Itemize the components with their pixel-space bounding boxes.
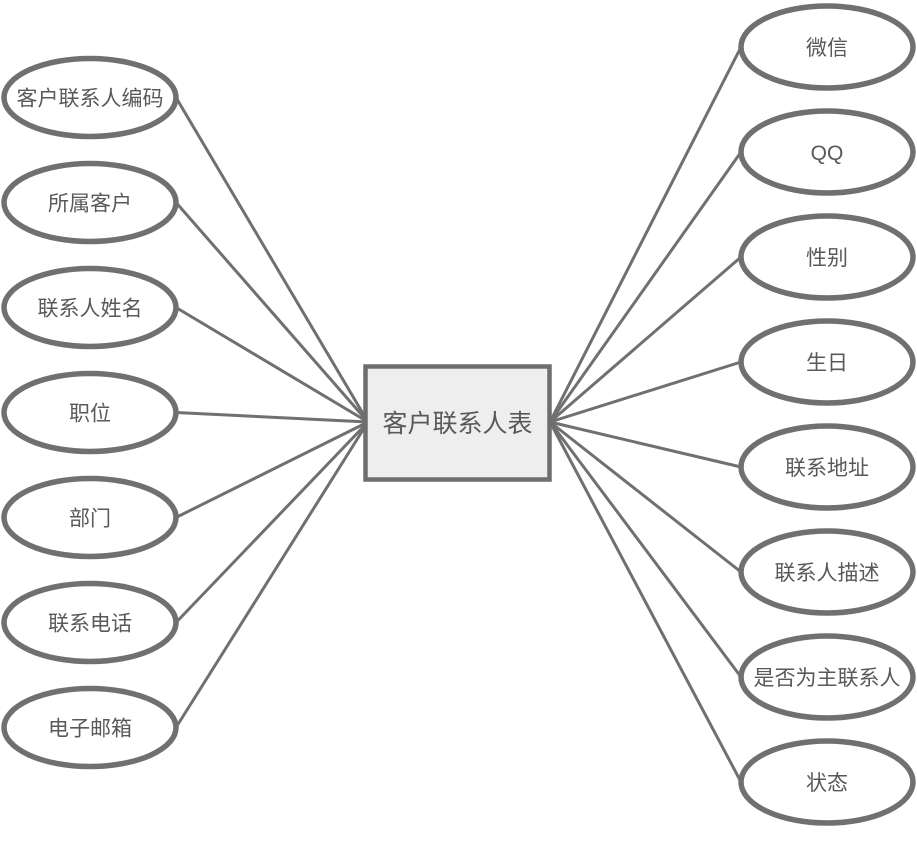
connector-line	[175, 411, 369, 424]
attribute-ellipse[interactable]	[738, 318, 916, 406]
attribute-node-left-2[interactable]: 联系人姓名	[1, 265, 179, 350]
attribute-label: 所属客户	[48, 193, 132, 216]
connector-line	[548, 421, 743, 678]
attribute-ellipse[interactable]	[738, 213, 916, 301]
attribute-node-left-0[interactable]: 客户联系人编码	[1, 55, 179, 140]
attribute-label: 性别	[806, 247, 848, 270]
attribute-label: 电子邮箱	[48, 718, 132, 741]
connector-line	[548, 46, 743, 423]
attribute-label: 微信	[806, 37, 848, 60]
attribute-ellipse[interactable]	[1, 685, 179, 770]
attribute-ellipse[interactable]	[738, 108, 916, 196]
attribute-label: 职位	[69, 403, 111, 426]
attribute-node-left-4[interactable]: 部门	[1, 475, 179, 560]
connector-line	[175, 306, 369, 424]
attribute-ellipse[interactable]	[738, 3, 916, 91]
connector-line	[174, 420, 370, 624]
attribute-label: 生日	[806, 352, 848, 375]
attribute-label: 联系人姓名	[38, 298, 143, 321]
entity-node[interactable]: 客户联系人表	[363, 364, 552, 482]
attribute-node-right-6[interactable]: 是否为主联系人	[738, 633, 916, 721]
attribute-label: 联系地址	[785, 457, 869, 480]
connector-line	[549, 420, 742, 469]
connector-line	[174, 421, 370, 729]
connector-line	[549, 360, 742, 424]
attribute-ellipse[interactable]	[1, 160, 179, 245]
attribute-label: 联系人描述	[775, 562, 880, 585]
attribute-node-right-1[interactable]: QQ	[738, 108, 916, 196]
attribute-node-left-3[interactable]: 职位	[1, 370, 179, 455]
attribute-node-left-6[interactable]: 电子邮箱	[1, 685, 179, 770]
attribute-ellipse[interactable]	[1, 55, 179, 140]
attribute-ellipse[interactable]	[738, 528, 916, 616]
connector-line	[174, 201, 370, 423]
attribute-ellipse[interactable]	[738, 423, 916, 511]
attribute-node-right-3[interactable]: 生日	[738, 318, 916, 406]
attribute-node-right-2[interactable]: 性别	[738, 213, 916, 301]
attribute-node-right-4[interactable]: 联系地址	[738, 423, 916, 511]
attribute-label: 联系电话	[48, 613, 132, 636]
connector-line	[548, 151, 743, 423]
attribute-label: 客户联系人编码	[17, 88, 164, 111]
attribute-ellipse[interactable]	[1, 265, 179, 350]
attribute-ellipse[interactable]	[1, 370, 179, 455]
connector-line	[549, 420, 742, 574]
attribute-label: 部门	[69, 508, 111, 531]
entity-label: 客户联系人表	[382, 410, 532, 438]
attribute-label: 状态	[806, 772, 848, 795]
attribute-node-left-1[interactable]: 所属客户	[1, 160, 179, 245]
attribute-node-right-0[interactable]: 微信	[738, 3, 916, 91]
connector-line	[174, 96, 370, 423]
attribute-node-right-7[interactable]: 状态	[738, 738, 916, 826]
connector-line	[175, 420, 369, 519]
attribute-label: 是否为主联系人	[754, 667, 901, 690]
attribute-ellipse[interactable]	[1, 475, 179, 560]
connector-line	[549, 255, 742, 424]
attribute-ellipse[interactable]	[738, 633, 916, 721]
entity-box[interactable]	[363, 364, 552, 482]
attribute-node-right-5[interactable]: 联系人描述	[738, 528, 916, 616]
attribute-ellipse[interactable]	[1, 580, 179, 665]
connector-line	[548, 421, 743, 783]
attribute-ellipse[interactable]	[738, 738, 916, 826]
attribute-label: QQ	[811, 142, 844, 165]
connector-lines	[174, 46, 743, 783]
attribute-node-left-5[interactable]: 联系电话	[1, 580, 179, 665]
